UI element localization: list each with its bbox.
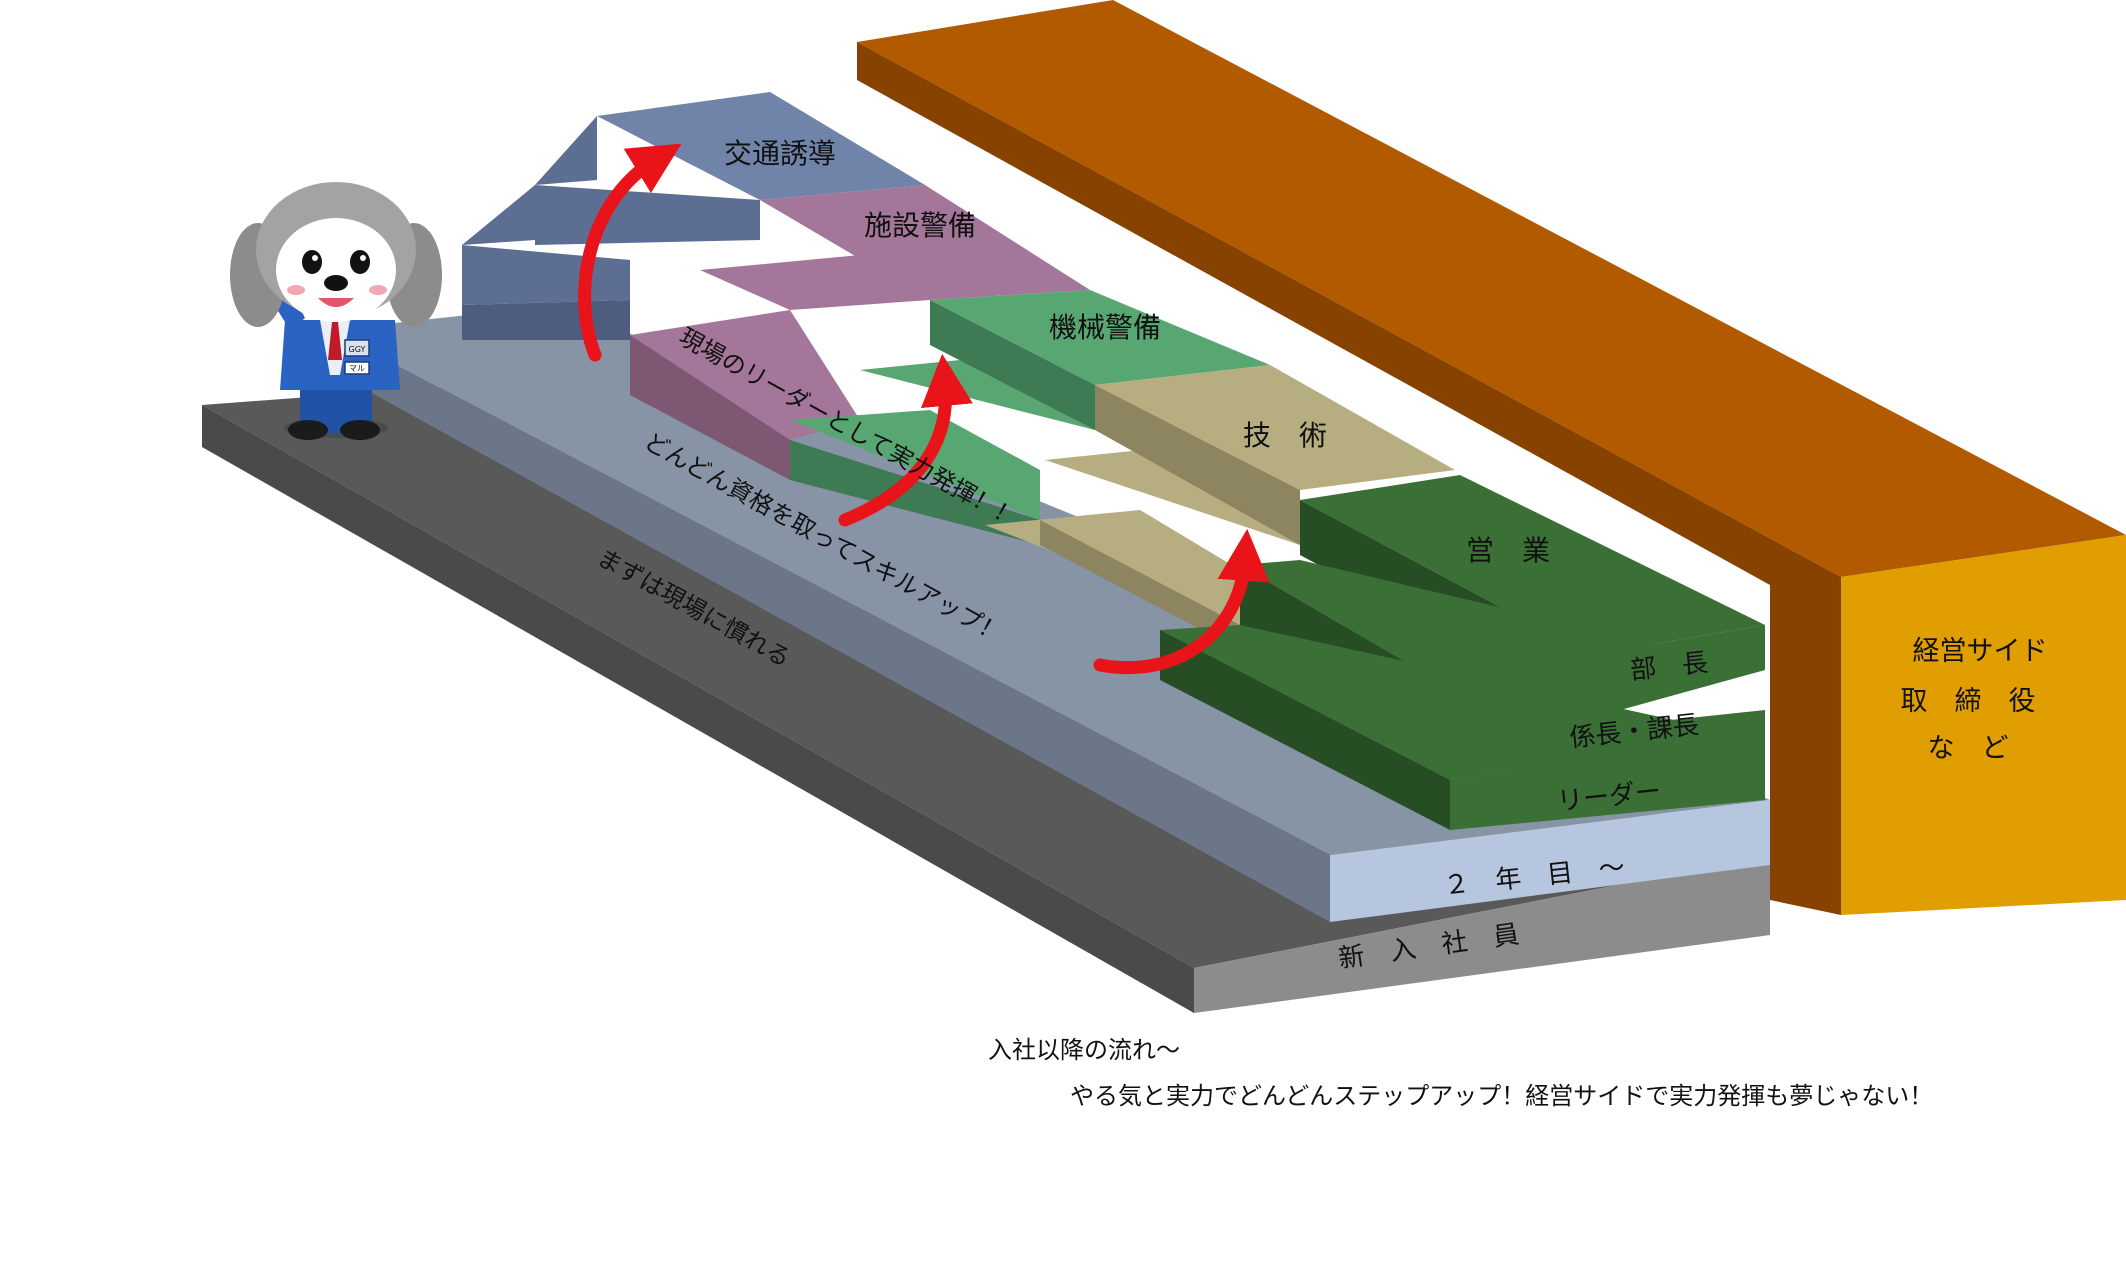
arrow-tech — [1093, 528, 1270, 675]
mascot-poodle: GGY マル — [230, 182, 442, 440]
track-sales-steps — [1160, 475, 1765, 830]
management-line2: 取 締 役 — [1901, 686, 2036, 717]
track-facility-steps — [630, 185, 1090, 480]
label-traffic: 交通誘導 — [724, 137, 836, 170]
management-line3: な ど — [1928, 733, 2009, 764]
label-machine: 機械警備 — [1049, 311, 1161, 344]
management-line1: 経営サイド — [1913, 636, 2048, 667]
track-tech-steps — [985, 365, 1455, 650]
label-facility: 施設警備 — [864, 209, 976, 242]
caption-slogan: やる気と実力でどんどんステップアップ！経営サイドで実力発揮も夢じゃない！ — [1070, 1082, 1934, 1110]
mascot-badge-text: GGY — [349, 345, 366, 354]
mascot-name-tag: マル — [349, 364, 365, 373]
promotion-arrows — [578, 143, 1270, 675]
label-tech: 技 術 — [1243, 419, 1327, 452]
caption-title: 入社以降の流れ～ — [988, 1036, 1180, 1064]
arrow-facility — [838, 353, 973, 527]
label-sales: 営 業 — [1466, 534, 1550, 567]
management-block — [857, 0, 2126, 915]
arrow-traffic — [578, 143, 682, 362]
